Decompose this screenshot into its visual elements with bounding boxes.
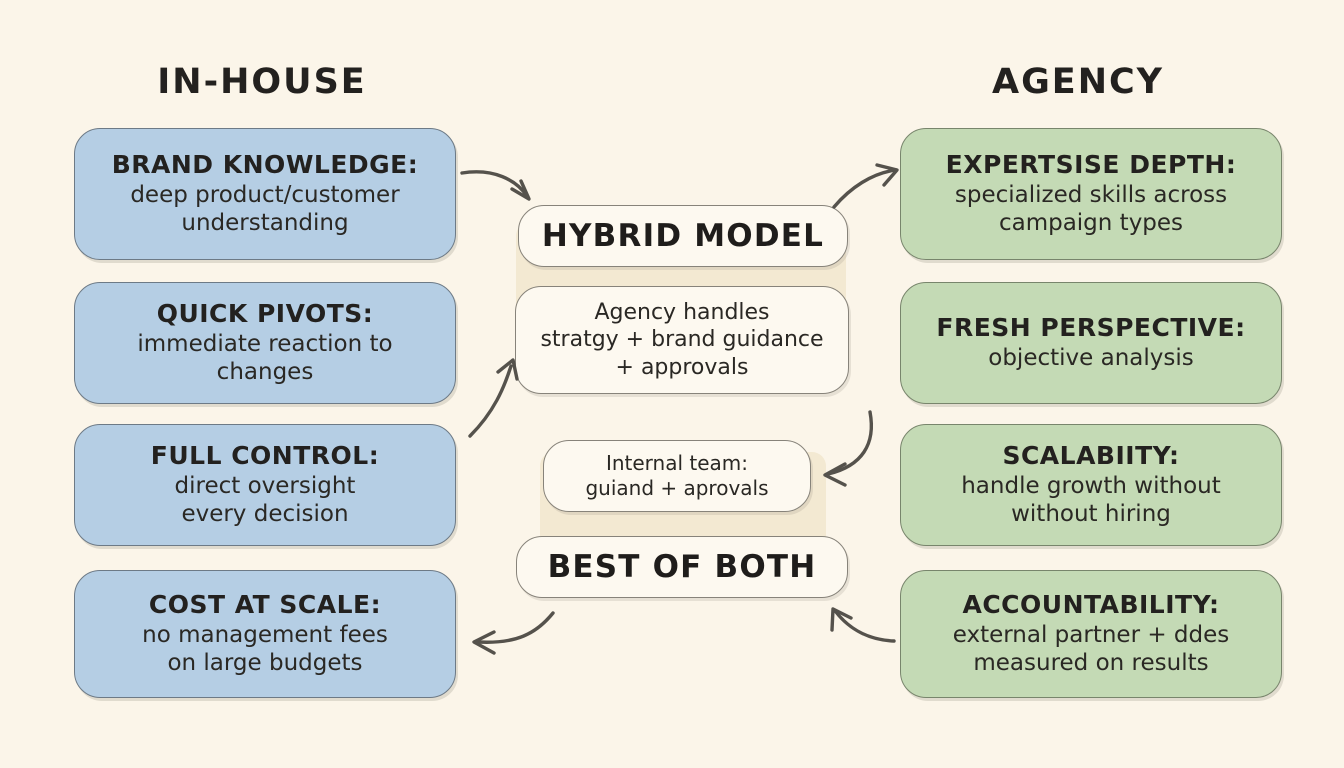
arrow-brand-knowledge-to-hybrid (460, 170, 531, 201)
card-body: specialized skills across campaign types (954, 181, 1228, 236)
column-title-agency: AGENCY (991, 62, 1165, 102)
card-fresh-perspective[interactable]: FRESH PERSPECTIVE: objective analysis (900, 282, 1282, 404)
arrow-quick-pivots-to-hybrid (468, 358, 519, 438)
arrow-accountability-to-best-of-both (830, 607, 896, 643)
card-best-of-both[interactable]: BEST OF BOTH (516, 536, 848, 598)
column-title-in-house: IN-HOUSE (157, 62, 367, 102)
card-heading: FRESH PERSPECTIVE: (936, 312, 1246, 342)
card-hybrid-model[interactable]: HYBRID MODEL (518, 205, 848, 267)
card-heading: BRAND KNOWLEDGE: (111, 149, 419, 179)
card-hybrid-model-detail[interactable]: Agency handles stratgy + brand guidance … (515, 286, 849, 394)
card-heading: FULL CONTROL: (150, 440, 380, 470)
card-quick-pivots[interactable]: QUICK PIVOTS: immediate reaction to chan… (74, 282, 456, 404)
card-heading: SCALABIITY: (1002, 440, 1180, 470)
card-body: handle growth without without hiring (961, 472, 1221, 527)
card-body: immediate reaction to changes (137, 330, 393, 385)
card-body: direct oversight every decision (174, 472, 356, 527)
arrow-best-of-both-to-cost-at-scale (472, 611, 555, 655)
card-full-control[interactable]: FULL CONTROL: direct oversight every dec… (74, 424, 456, 546)
card-title: HYBRID MODEL (541, 218, 825, 254)
card-title: BEST OF BOTH (547, 549, 817, 585)
card-body: deep product/customer understanding (130, 181, 400, 236)
arrow-scalability-to-internal-team (823, 410, 873, 487)
card-cost-at-scale[interactable]: COST AT SCALE: no management fees on lar… (74, 570, 456, 698)
card-heading: EXPERTSISE DEPTH: (945, 149, 1237, 179)
card-expertise-depth[interactable]: EXPERTSISE DEPTH: specialized skills acr… (900, 128, 1282, 260)
card-heading: ACCOUNTABILITY: (962, 589, 1220, 619)
card-body: no management fees on large budgets (142, 621, 388, 676)
card-heading: QUICK PIVOTS: (156, 298, 374, 328)
card-body: Internal team: guiand + aprovals (585, 451, 769, 500)
card-body: external partner + ddes measured on resu… (952, 621, 1230, 676)
card-body: objective analysis (988, 344, 1194, 371)
card-body: Agency handles stratgy + brand guidance … (540, 299, 824, 380)
card-brand-knowledge[interactable]: BRAND KNOWLEDGE: deep product/customer u… (74, 128, 456, 260)
card-heading: COST AT SCALE: (148, 589, 382, 619)
card-internal-team[interactable]: Internal team: guiand + aprovals (543, 440, 811, 512)
card-accountability[interactable]: ACCOUNTABILITY: external partner + ddes … (900, 570, 1282, 698)
card-scalability[interactable]: SCALABIITY: handle growth without withou… (900, 424, 1282, 546)
arrow-hybrid-to-expertise (832, 163, 899, 209)
